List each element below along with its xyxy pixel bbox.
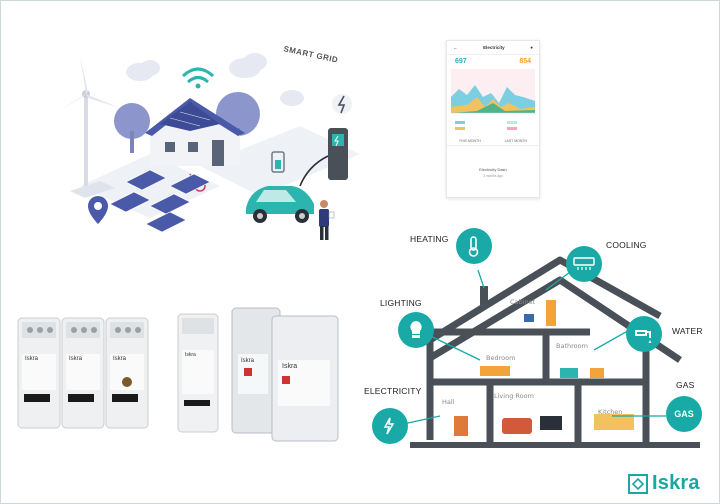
svg-text:Iskra: Iskra xyxy=(282,363,297,370)
brand-name: Iskra xyxy=(652,472,700,494)
room-cabinet: Cabinet xyxy=(510,298,536,306)
din-rail-devices: Iskra Iskra Iskra Iskra xyxy=(17,307,339,442)
app-title: Electricity xyxy=(483,45,505,50)
cooling-icon[interactable] xyxy=(566,246,602,282)
electric-car-icon xyxy=(246,186,314,223)
electricity-plug-icon[interactable] xyxy=(372,408,408,444)
chart-legend xyxy=(455,121,517,130)
tab-this-month[interactable]: THIS MONTH xyxy=(458,139,481,143)
label-gas: GAS xyxy=(676,380,695,390)
charging-station-icon xyxy=(299,128,348,187)
room-living-room: Living Room xyxy=(494,392,534,400)
battery-icon xyxy=(271,151,285,173)
label-heating: HEATING xyxy=(410,234,449,244)
room-hall: Hall xyxy=(442,398,455,406)
person-icon xyxy=(319,200,335,240)
wifi-icon xyxy=(181,67,215,84)
room-bedroom: Bedroom xyxy=(486,354,516,362)
contactor-group: Iskra Iskra xyxy=(231,307,339,442)
ground-line xyxy=(410,442,700,448)
dash-title: Electricity Dash xyxy=(479,167,507,172)
usage-chart xyxy=(451,69,535,114)
room-kitchen: Kitchen xyxy=(598,408,623,416)
furniture xyxy=(454,300,634,436)
house-icon xyxy=(145,98,245,166)
smart-grid-illustration xyxy=(54,53,360,240)
svg-text:Iskra: Iskra xyxy=(113,356,127,362)
label-lighting: LIGHTING xyxy=(380,298,422,308)
iskra-mark-icon xyxy=(628,473,648,494)
module: Iskra xyxy=(105,317,149,429)
solar-panel-icon xyxy=(109,169,211,233)
svg-text:Iskra: Iskra xyxy=(241,358,255,364)
svg-text:Iskra: Iskra xyxy=(69,356,83,362)
gas-icon-text: GAS xyxy=(674,409,694,419)
app-tabs: THIS MONTH LAST MONTH xyxy=(447,139,539,146)
label-water: WATER xyxy=(672,326,703,336)
value-right: 854 xyxy=(519,58,531,65)
svg-text:Iskra: Iskra xyxy=(25,356,39,362)
water-tap-icon[interactable] xyxy=(626,316,662,352)
cloud-icon xyxy=(126,53,304,106)
label-electricity: ELECTRICITY xyxy=(364,386,422,396)
electricity-dash-item[interactable]: Electricity Dash 3 months ago xyxy=(447,167,539,178)
value-left: 697 xyxy=(455,58,467,65)
location-pin-icon xyxy=(88,196,108,224)
iskra-logo: Iskra xyxy=(628,472,700,495)
heating-icon[interactable] xyxy=(456,228,492,264)
svg-text:Iskra: Iskra xyxy=(185,352,196,358)
smart-module-group: Iskra Iskra Iskra xyxy=(17,317,149,429)
module: Iskra xyxy=(61,317,105,429)
wind-turbine-icon xyxy=(54,56,120,198)
tab-last-month[interactable]: LAST MONTH xyxy=(504,139,528,143)
module: Iskra xyxy=(17,317,61,429)
gas-flame-icon[interactable]: GAS xyxy=(666,396,702,432)
slim-module: Iskra xyxy=(177,313,219,433)
room-bathroom: Bathroom xyxy=(556,342,588,350)
dash-subtitle: 3 months ago xyxy=(483,174,503,178)
back-arrow-icon[interactable]: ← xyxy=(453,45,458,50)
label-cooling: COOLING xyxy=(606,240,647,250)
bell-icon[interactable]: ● xyxy=(530,45,533,50)
lighting-icon[interactable] xyxy=(398,312,434,348)
lightning-icon xyxy=(332,94,352,114)
app-header: ← Electricity ● xyxy=(447,41,539,55)
chimney xyxy=(480,286,488,308)
connector-lines xyxy=(393,259,666,427)
electricity-app-card: ← Electricity ● 697 854 THIS MONTH LAST … xyxy=(446,40,540,198)
